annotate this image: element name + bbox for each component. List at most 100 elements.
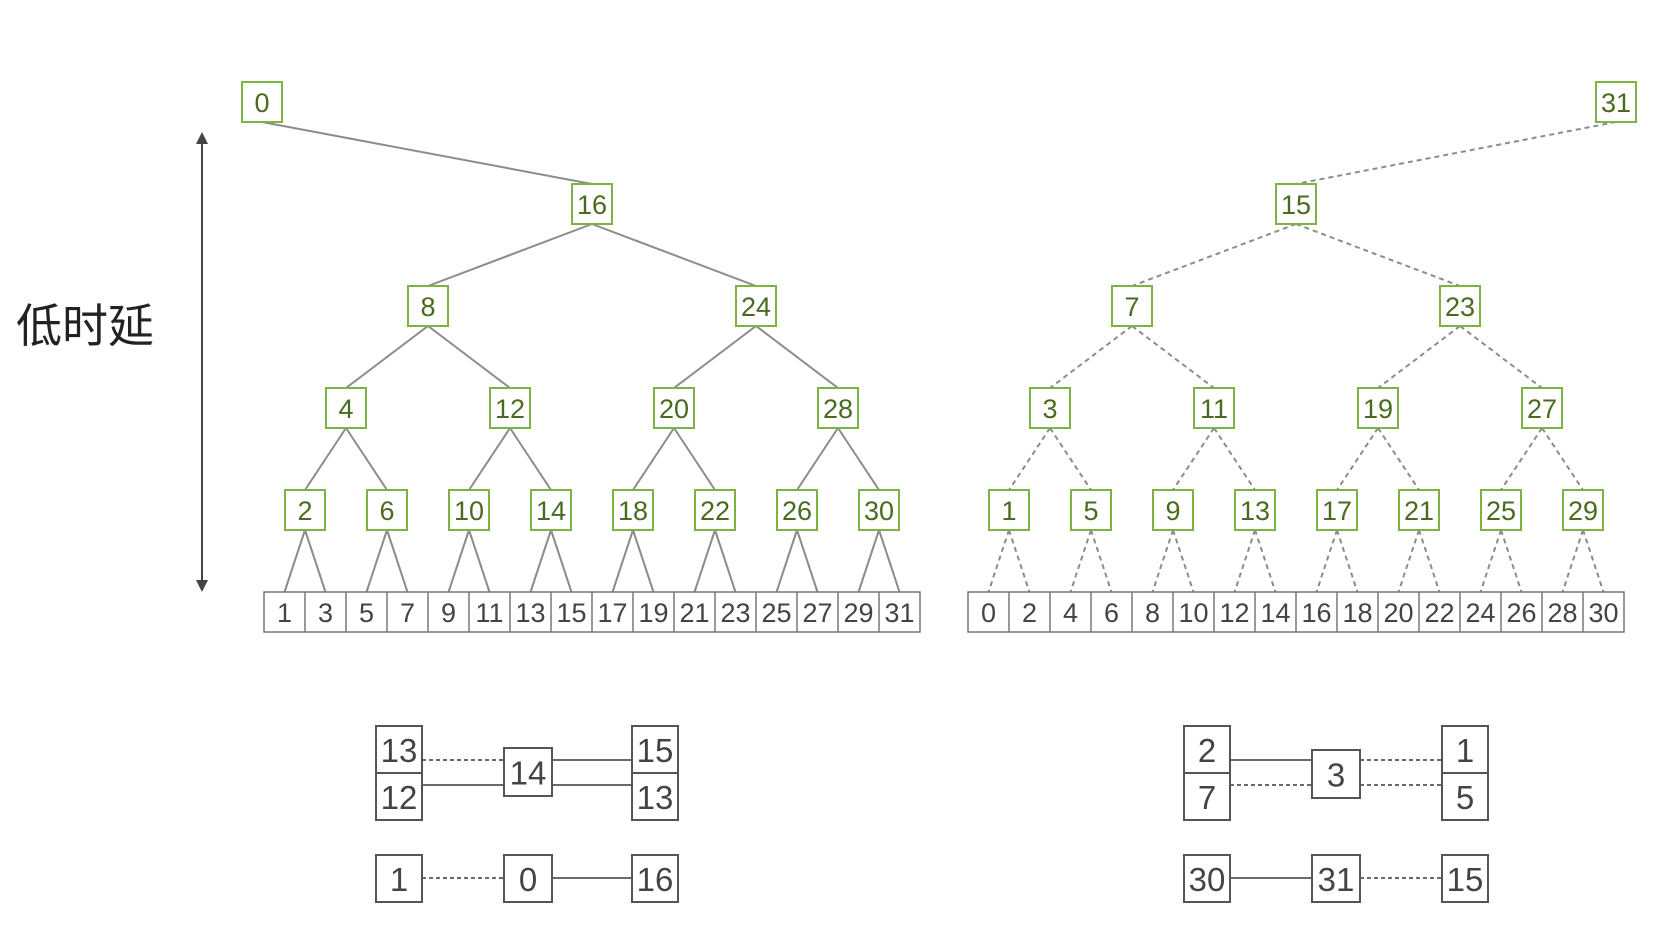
- tree_a-node-box: [571, 183, 613, 225]
- tree_a-leaf-cell: 27: [796, 592, 833, 632]
- tree_b-node: 9: [1152, 489, 1194, 531]
- b31-left-label: 30: [1189, 861, 1226, 898]
- b31-left-frame: [1183, 854, 1231, 903]
- tree_b-leaf-label: 20: [1383, 598, 1413, 628]
- tree_b-leaf-label: 22: [1424, 598, 1454, 628]
- tree_b-node-label: 9: [1165, 496, 1180, 526]
- tree_b-edge: [1131, 223, 1297, 287]
- tree_b-node-box: [1357, 387, 1399, 429]
- tree_a-leaf-label: 13: [515, 598, 545, 628]
- a14-left-top-label: 13: [381, 732, 418, 769]
- tree_b-node: 25: [1480, 489, 1522, 531]
- tree_a-leaf-label: 9: [441, 598, 456, 628]
- tree_a-leaf-label: 11: [475, 598, 503, 628]
- tree_a-node: 16: [571, 183, 613, 225]
- tree_b-node-label: 5: [1083, 496, 1098, 526]
- tree_b-node-label: 17: [1322, 496, 1352, 526]
- tree_a-leaf-label: 23: [720, 598, 750, 628]
- tree_a-node-box: [284, 489, 326, 531]
- tree_a-node-label: 22: [700, 496, 730, 526]
- tree_b-leaf-cell: 26: [1500, 592, 1537, 632]
- tree_b-node-label: 19: [1363, 394, 1393, 424]
- tree_b-leaf-cell: 20: [1377, 592, 1414, 632]
- a0-center-label: 0: [519, 861, 537, 898]
- b3-left-bottom-frame: [1183, 772, 1231, 821]
- tree_a-edge-leaf: [468, 529, 491, 593]
- tree_a-edge: [345, 427, 388, 491]
- tree_a-node-box: [776, 489, 818, 531]
- tree_a-node-label: 6: [379, 496, 394, 526]
- tree_b-leaf-label: 30: [1588, 598, 1618, 628]
- a0-left: 1: [375, 854, 423, 903]
- tree_b-node-box: [1152, 489, 1194, 531]
- tree_b-edge-leaf: [1315, 529, 1338, 593]
- tree_a-edge: [673, 427, 716, 491]
- tree_a-leaf-label: 3: [318, 598, 333, 628]
- tree_b-node-box: [1193, 387, 1235, 429]
- tree_a-leaf-label: 7: [400, 598, 415, 628]
- tree_a-node-label: 4: [338, 394, 353, 424]
- tree_b-node-label: 29: [1568, 496, 1598, 526]
- tree_a-node-box: [612, 489, 654, 531]
- tree_a-node-box: [735, 285, 777, 327]
- tree_b-leaf-label: 14: [1260, 598, 1290, 628]
- tree_a-leaf-label: 15: [556, 598, 586, 628]
- b31-center-label: 31: [1318, 861, 1355, 898]
- a14-right-bottom-frame: [631, 772, 679, 821]
- tree_b-leaf-cell: 8: [1131, 592, 1160, 632]
- tree_a-leaf-cell: 11: [468, 592, 504, 632]
- a0-left-frame: [375, 854, 423, 903]
- tree_b-node-label: 1: [1001, 496, 1016, 526]
- a14-right-top: 15: [631, 725, 679, 774]
- tree_a-edge: [673, 325, 757, 389]
- tree_b-edge-leaf: [1151, 529, 1174, 593]
- tree_a-node-box: [530, 489, 572, 531]
- tree_a-node: 14: [530, 489, 572, 531]
- tree_a-node: 18: [612, 489, 654, 531]
- tree_a-leaf-cell: 17: [591, 592, 628, 632]
- tree_a-node-box: [448, 489, 490, 531]
- tree_b-leaf-label: 24: [1465, 598, 1495, 628]
- b3-left-bottom: 7: [1183, 772, 1231, 821]
- tree_b-leaf-label: 28: [1547, 598, 1577, 628]
- b31-right: 15: [1441, 854, 1489, 903]
- tree_b-edge-leaf: [1090, 529, 1113, 593]
- tree_a-edge-root: [261, 121, 593, 185]
- tree_a-edge: [591, 223, 757, 287]
- a0-left-label: 1: [390, 861, 408, 898]
- tree_b-leaf-label: 8: [1145, 598, 1160, 628]
- a14-center: 14: [503, 747, 553, 797]
- tree_a-node: 8: [407, 285, 449, 327]
- tree_b-node-label: 11: [1200, 394, 1228, 424]
- tree_a-edge-leaf: [611, 529, 634, 593]
- tree_b-edge: [1500, 427, 1543, 491]
- tree_b-leaf-label: 18: [1342, 598, 1372, 628]
- tree_a-node-root-box: [241, 81, 283, 123]
- tree_a-leaf-label: 25: [761, 598, 791, 628]
- tree_a-node-label: 2: [297, 496, 312, 526]
- tree_a-node-label: 20: [659, 394, 689, 424]
- tree_b-edge: [1131, 325, 1215, 389]
- tree_b-edge-root: [1295, 121, 1617, 185]
- tree_b-node: 15: [1275, 183, 1317, 225]
- tree_a-node: 20: [653, 387, 695, 429]
- tree_b-edge: [1049, 427, 1092, 491]
- tree_b-leaf-cell: 30: [1582, 592, 1619, 632]
- tree_b-node-label: 3: [1042, 394, 1057, 424]
- a0-center: 0: [503, 854, 553, 903]
- tree_a-edge-leaf: [857, 529, 880, 593]
- tree_a-leaf-label: 19: [638, 598, 668, 628]
- tree_a-leaf-label: 1: [277, 598, 292, 628]
- tree_b-edge: [1295, 223, 1461, 287]
- a14-center-label: 14: [510, 755, 547, 792]
- tree_a-node: 26: [776, 489, 818, 531]
- tree_a-edge-leaf: [365, 529, 388, 593]
- tree_a-node-label: 30: [864, 496, 894, 526]
- tree_a-leaf-label: 29: [843, 598, 873, 628]
- tree_a-node-label: 8: [420, 292, 435, 322]
- tree_a-leaf-cell: 31: [878, 592, 915, 632]
- tree_a-leaf-cell: 1: [277, 598, 292, 628]
- tree_b-edge: [1336, 427, 1379, 491]
- tree_a-node: 6: [366, 489, 408, 531]
- b3-right-bottom-label: 5: [1456, 779, 1474, 816]
